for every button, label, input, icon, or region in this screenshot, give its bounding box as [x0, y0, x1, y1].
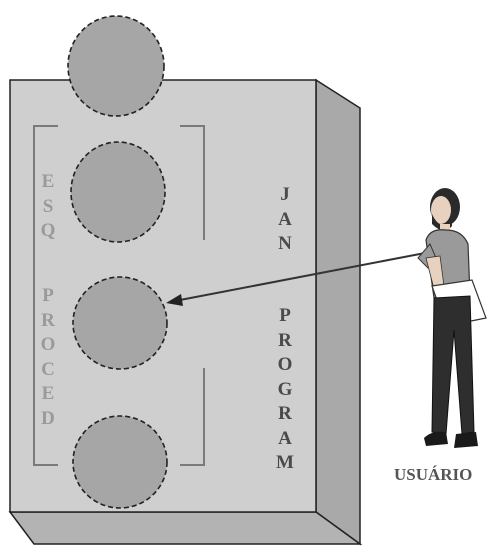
label-letter: S [35, 195, 61, 220]
label-letter: R [272, 402, 298, 427]
label-letter: G [272, 378, 298, 403]
label-letter: R [35, 309, 61, 334]
label-letter: J [272, 183, 298, 208]
circle-bottom [73, 416, 167, 508]
label-letter: A [272, 208, 298, 233]
label-letter: R [272, 329, 298, 354]
label-letter: M [272, 451, 298, 476]
label-letter: O [35, 333, 61, 358]
label-letter: E [35, 170, 61, 195]
label-letter: N [272, 232, 298, 257]
label-letter: E [35, 382, 61, 407]
label-letter: O [272, 353, 298, 378]
label-letter: D [35, 407, 61, 432]
user-figure-icon [418, 188, 486, 448]
user-label: USUÁRIO [394, 465, 504, 485]
label-letter: C [35, 358, 61, 383]
block-side-face [316, 80, 360, 544]
block-bottom-face [10, 512, 360, 544]
label-letter: Q [35, 219, 61, 244]
circle-top [68, 16, 164, 116]
circle-proced [73, 277, 167, 369]
label-letter: P [35, 284, 61, 309]
label-letter: P [272, 304, 298, 329]
label-letter: A [272, 427, 298, 452]
circle-esq [71, 142, 165, 242]
